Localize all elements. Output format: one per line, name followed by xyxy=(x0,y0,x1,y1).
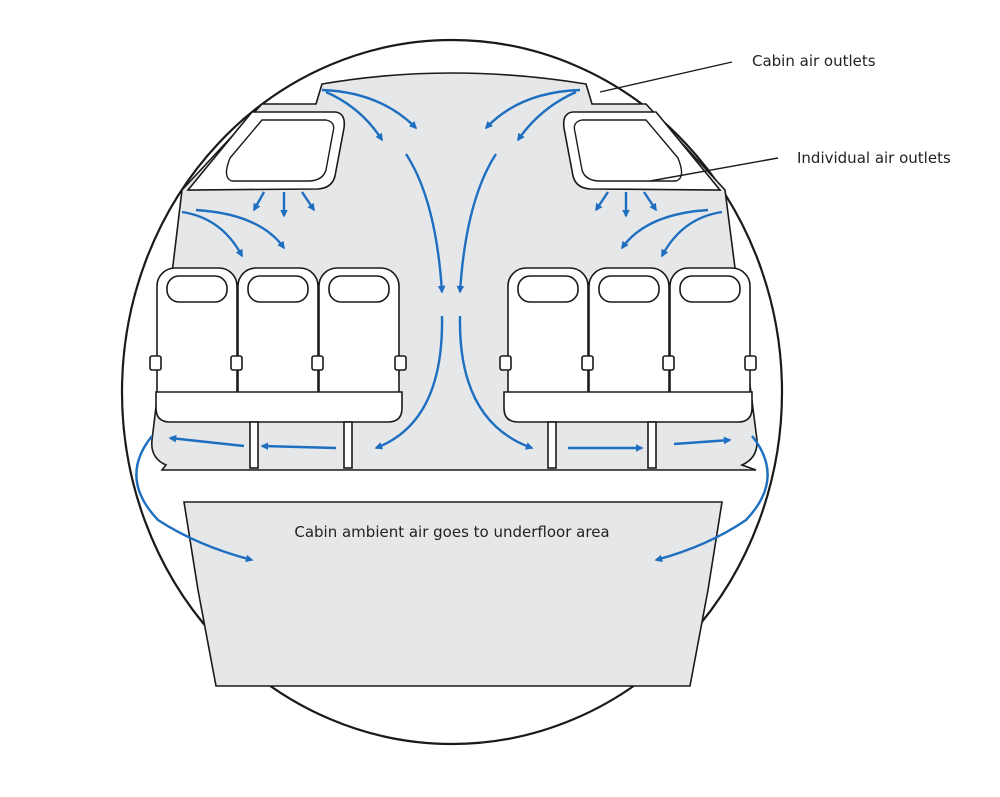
seat-leg xyxy=(647,421,657,469)
airflow-arrow xyxy=(660,210,723,258)
airflow-arrow xyxy=(458,315,534,450)
airflow-arrow xyxy=(252,191,266,212)
airflow-arrow xyxy=(456,153,498,294)
leader-line-cabin-air-outlets xyxy=(599,61,733,93)
airflow-arrow xyxy=(517,90,577,142)
seat-leg xyxy=(547,421,557,469)
airflow-arrow xyxy=(673,436,732,446)
overhead-bin-left-inner xyxy=(225,119,335,182)
airflow-arrow xyxy=(260,442,337,451)
label-individual-air-outlets: Individual air outlets xyxy=(797,149,951,167)
airflow-arrow xyxy=(325,90,384,142)
airflow-arrow xyxy=(168,434,245,448)
airflow-arrow xyxy=(195,208,285,250)
seat xyxy=(311,267,407,421)
airflow-arrow xyxy=(301,191,315,212)
airflow-arrow xyxy=(321,88,418,130)
label-underfloor: Cabin ambient air goes to underfloor are… xyxy=(294,523,609,541)
airflow-arrow xyxy=(404,153,446,294)
seat xyxy=(581,267,670,421)
airflow-arrows xyxy=(135,88,769,563)
airflow-arrow xyxy=(135,435,254,563)
airflow-arrow xyxy=(643,191,657,212)
underfloor-area xyxy=(183,501,723,687)
seat xyxy=(230,267,319,421)
seat-row-left xyxy=(149,267,407,469)
seat-cushion-left xyxy=(155,391,403,423)
airflow-arrow xyxy=(181,210,244,258)
seat xyxy=(662,267,757,421)
seat-leg xyxy=(249,421,259,469)
airflow-arrow xyxy=(654,435,769,563)
leader-line-individual-air-outlets xyxy=(649,157,779,182)
seat-row-right xyxy=(499,267,757,469)
airflow-arrow xyxy=(374,315,444,450)
seat-cushion-right xyxy=(503,391,753,423)
airflow-arrow xyxy=(595,191,609,212)
fuselage-outline xyxy=(120,38,784,746)
airflow-arrow xyxy=(621,208,709,250)
airflow-arrow xyxy=(484,88,581,130)
seat-leg xyxy=(343,421,353,469)
label-cabin-air-outlets: Cabin air outlets xyxy=(752,52,876,70)
